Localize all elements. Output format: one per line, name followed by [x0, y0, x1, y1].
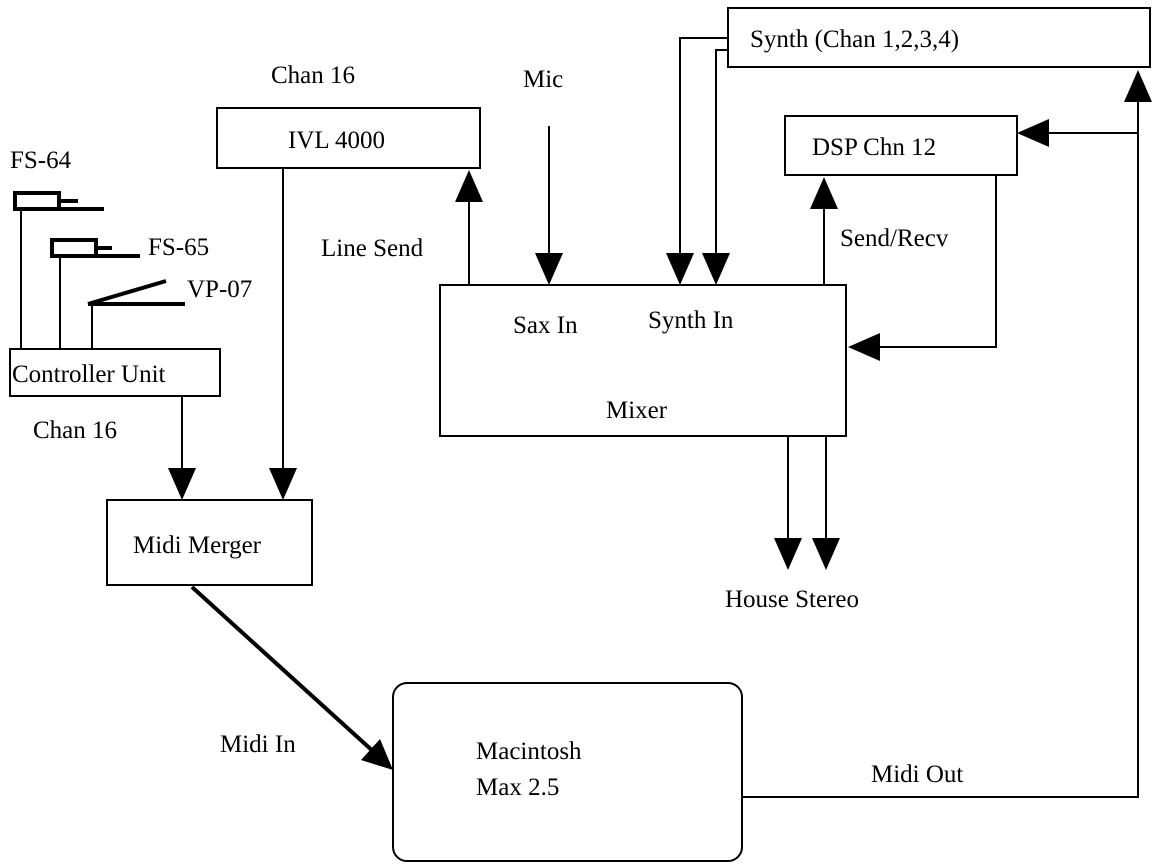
- controller-to-merger-connector: [168, 396, 196, 500]
- midi-out-connector: [742, 70, 1152, 798]
- fs-64-label: FS-64: [10, 147, 72, 174]
- mixer-box: [439, 284, 847, 437]
- send-recv-label: Send/Recv: [840, 225, 949, 252]
- mixer-to-house-stereo-connector: [774, 436, 840, 570]
- dsp-return-connector: [848, 175, 997, 361]
- mic-to-sax-in-connector: [535, 126, 563, 285]
- synth-box: [727, 7, 1151, 68]
- synth-in-label: Synth In: [648, 307, 734, 334]
- chan-16-ivl-label: Chan 16: [271, 62, 355, 89]
- fs-65-pedal-icon: [50, 238, 140, 258]
- vp-07-pedal-icon: [87, 279, 185, 306]
- controller-unit-box: [9, 348, 221, 397]
- midi-merger-label: Midi Merger: [133, 532, 262, 559]
- synth-label: Synth (Chan 1,2,3,4): [750, 26, 959, 53]
- sax-in-label: Sax In: [513, 312, 578, 339]
- midi-in-connector: [190, 585, 393, 770]
- mixer-to-dsp-connector: [810, 177, 838, 285]
- ivl-to-merger-connector: [269, 168, 297, 500]
- line-send-connector: [455, 170, 483, 285]
- vp-07-label: VP-07: [187, 276, 252, 303]
- midi-merger-box: [106, 499, 313, 586]
- macintosh-box: [392, 682, 743, 862]
- synth-to-mixer-connector: [666, 37, 730, 285]
- max-version-label: Max 2.5: [476, 774, 559, 801]
- mic-label: Mic: [523, 66, 563, 93]
- mixer-label: Mixer: [606, 397, 668, 424]
- pedal-cables: [20, 209, 93, 349]
- fs-64-pedal-icon: [13, 191, 104, 211]
- ivl-4000-box: [216, 107, 481, 169]
- chan-16-controller-label: Chan 16: [33, 417, 117, 444]
- controller-unit-label: Controller Unit: [12, 361, 166, 388]
- house-stereo-label: House Stereo: [725, 586, 859, 613]
- midi-in-label: Midi In: [220, 731, 296, 758]
- dsp-label: DSP Chn 12: [812, 134, 936, 161]
- ivl-4000-label: IVL 4000: [288, 127, 385, 154]
- midi-out-label: Midi Out: [871, 761, 963, 788]
- line-send-label: Line Send: [321, 235, 424, 262]
- dsp-box: [784, 115, 1018, 176]
- fs-65-label: FS-65: [148, 234, 209, 261]
- macintosh-label: Macintosh: [476, 738, 582, 765]
